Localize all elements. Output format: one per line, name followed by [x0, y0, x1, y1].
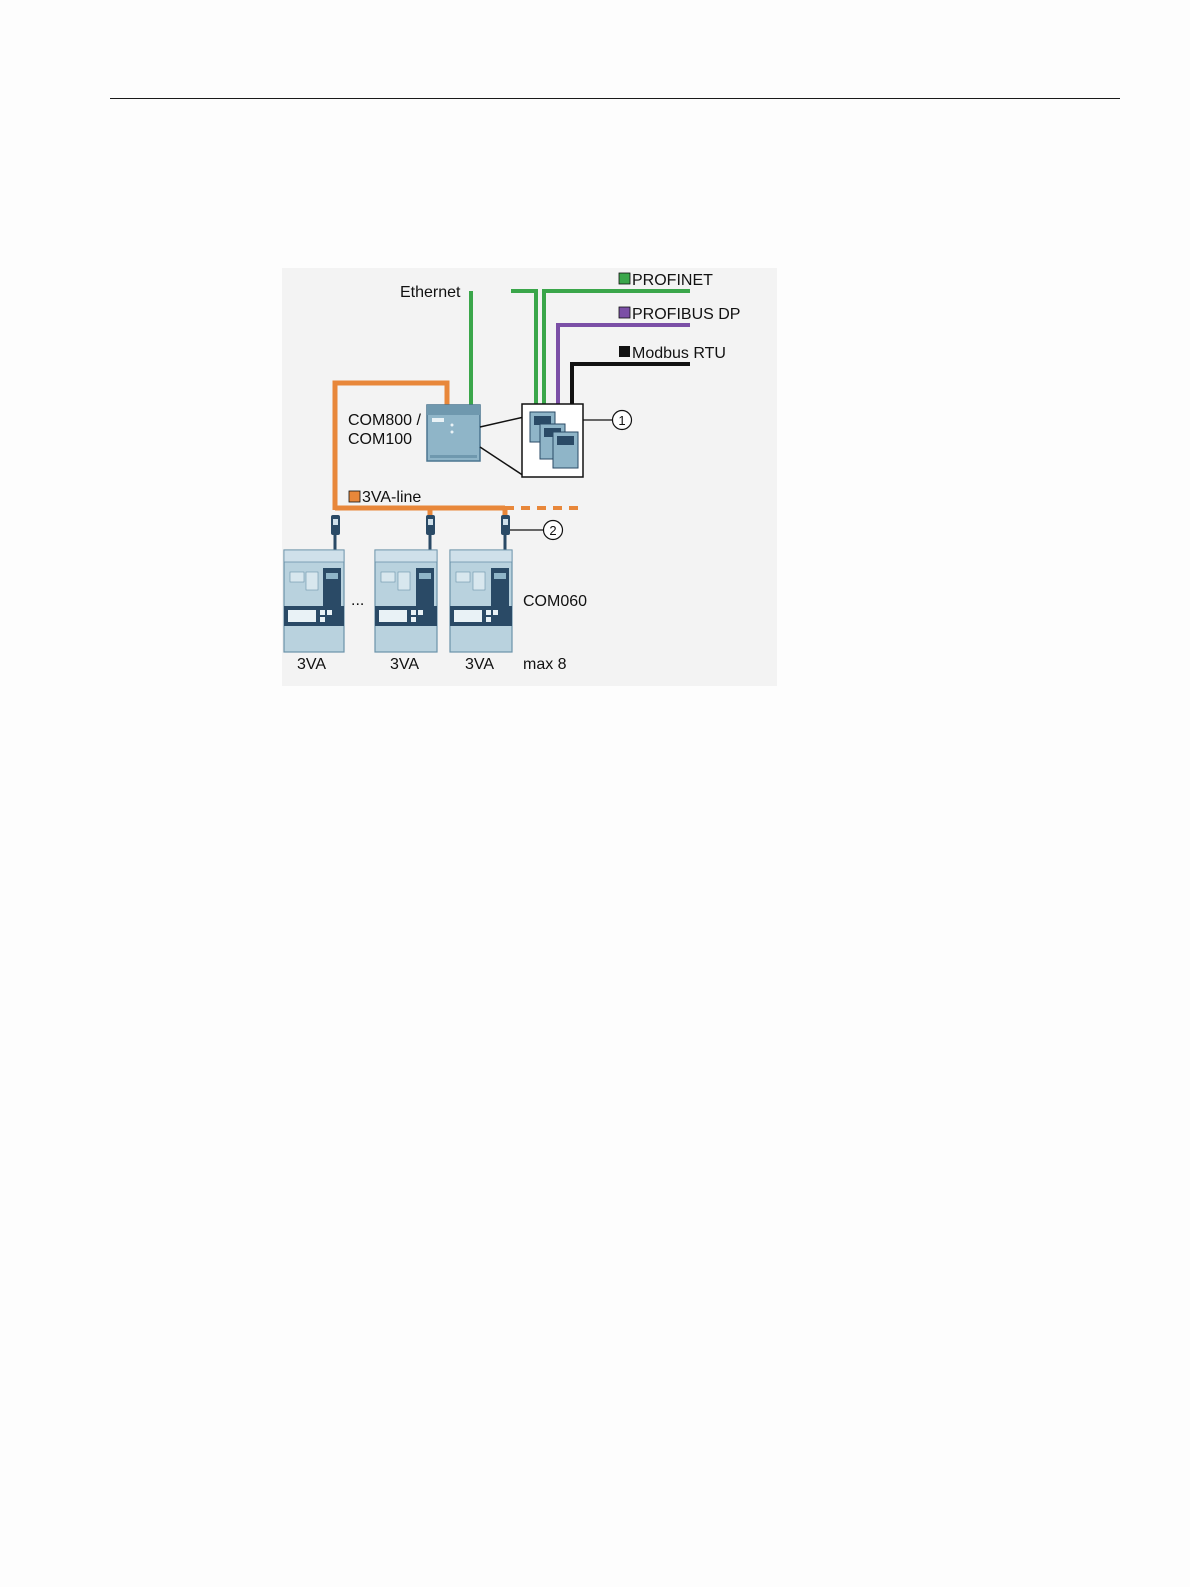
line3va-label: 3VA-line	[362, 489, 421, 506]
modbus-label: Modbus RTU	[632, 345, 726, 362]
callout1-number: 1	[618, 413, 625, 428]
ellipsis-label: ...	[351, 592, 364, 609]
profinet-legend-swatch	[619, 273, 630, 284]
modbus-legend-swatch	[619, 346, 630, 357]
profibus-legend-swatch	[619, 307, 630, 318]
line3va-legend-swatch	[349, 491, 360, 502]
breaker-3va-3	[450, 550, 512, 652]
breaker-3va-1	[284, 550, 344, 652]
callout2-number: 2	[549, 523, 556, 538]
breaker-3va-2	[375, 550, 437, 652]
com800-device	[427, 405, 480, 461]
breaker3-label: 3VA	[465, 656, 494, 673]
com800-label-line2: COM100	[348, 431, 412, 448]
profinet-label: PROFINET	[632, 272, 713, 289]
com800-label-line1: COM800 /	[348, 412, 421, 429]
max-count-label: max 8	[523, 656, 567, 673]
expansion-modules-box	[522, 404, 583, 477]
breaker1-label: 3VA	[297, 656, 326, 673]
com060-label: COM060	[523, 593, 587, 610]
ethernet-label: Ethernet	[400, 284, 461, 301]
breaker2-label: 3VA	[390, 656, 419, 673]
profibus-label: PROFIBUS DP	[632, 306, 740, 323]
